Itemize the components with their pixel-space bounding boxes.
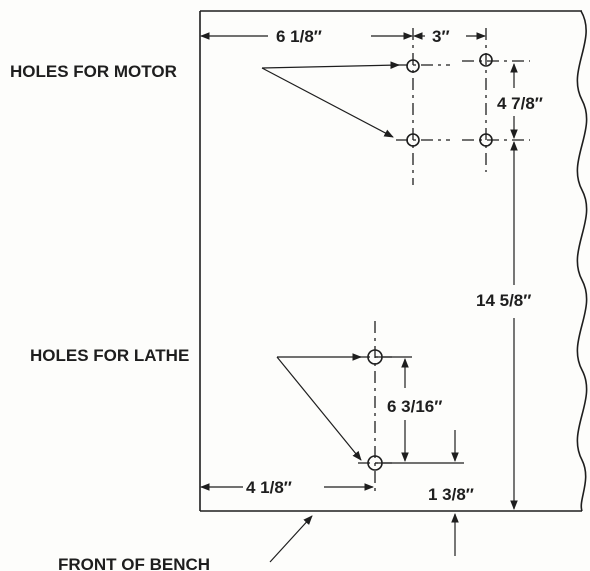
bench-outline <box>199 10 582 512</box>
dim-front-offset: 1 3/8″ <box>428 485 474 504</box>
motor-leader-upper <box>261 61 400 70</box>
motor-leader-lower <box>261 67 394 138</box>
dim-overall: 14 5/8″ <box>476 291 531 310</box>
motor-centerlines <box>396 28 530 185</box>
lathe-hole-rear <box>367 349 383 365</box>
dim-motor-spacing: 3″ <box>432 27 450 46</box>
motor-hole-front-right <box>479 133 493 147</box>
motor-hole-rear-left <box>406 59 420 73</box>
dim-motor-vertical: 4 7/8″ <box>497 94 543 113</box>
break-line <box>576 10 588 512</box>
dim-lathe-offset: 4 1/8″ <box>246 478 292 497</box>
motor-hole-rear-right <box>479 53 493 67</box>
lathe-leader-lower <box>276 356 362 461</box>
dim-lathe-vertical: 6 3/16″ <box>387 397 442 416</box>
front-leader <box>269 515 313 563</box>
front-of-bench-label: FRONT OF BENCH <box>58 555 210 571</box>
dim-motor-offset: 6 1/8″ <box>276 27 322 46</box>
lathe-holes-label: HOLES FOR LATHE <box>30 346 189 365</box>
motor-holes-label: HOLES FOR MOTOR <box>10 62 177 81</box>
lathe-hole-front <box>367 455 383 471</box>
motor-hole-front-left <box>406 133 420 147</box>
